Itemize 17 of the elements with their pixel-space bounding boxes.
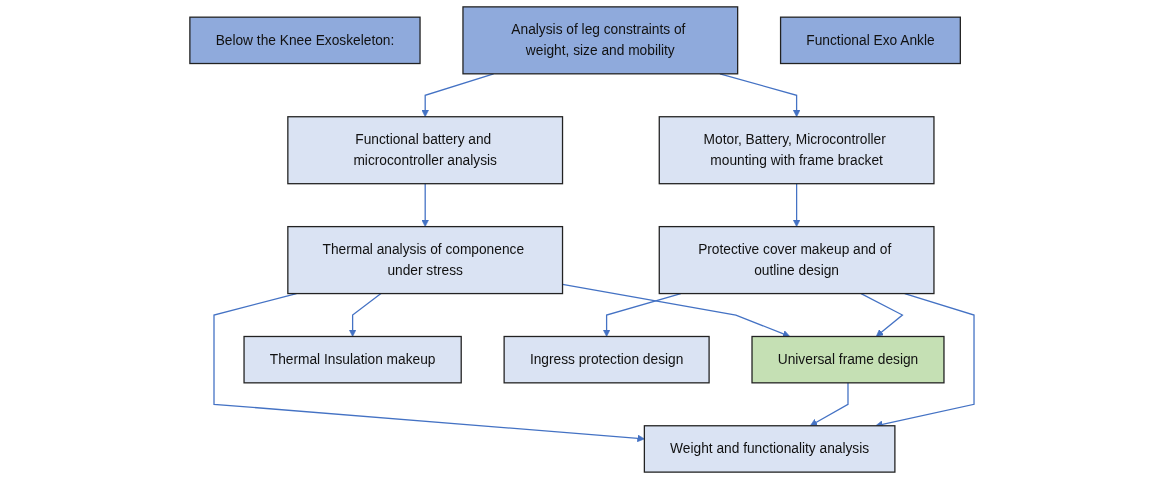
arrow (420, 73, 494, 118)
node-box: Thermal Insulation makeup (242, 335, 462, 384)
node-box: Analysis of leg constraints of weight, size and mobility (461, 6, 738, 75)
node-box: Universal frame design (750, 335, 945, 384)
node-box: Weight and functionality analysis (643, 425, 896, 473)
node-box: Below the Knee Exoskeleton: (188, 16, 421, 65)
node-box: Functional Exo Ankle (779, 16, 961, 65)
node-box: Ingress protection design (503, 335, 710, 384)
arrow (792, 183, 800, 227)
arrow (860, 292, 904, 337)
node-box: Thermal analysis of componence under stress (286, 225, 563, 295)
node-box: Protective cover makeup and of outline design (658, 225, 935, 295)
node-box: Motor, Battery, Microcontroller mounting with frame bracket (658, 116, 935, 185)
node-box: Functional battery and microcontroller analysis (286, 116, 563, 185)
arrow (809, 382, 849, 427)
arrow (348, 292, 382, 337)
arrow (420, 183, 429, 227)
